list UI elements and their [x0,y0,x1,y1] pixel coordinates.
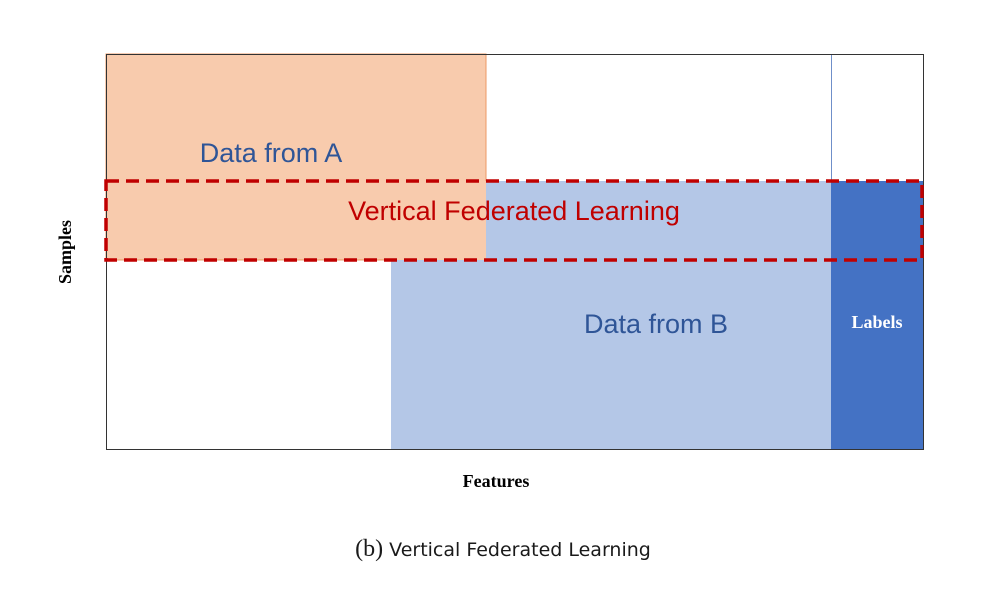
data-b-label: Data from B [584,309,728,339]
overlap-label: Vertical Federated Learning [348,196,680,226]
caption-letter: (b) [355,536,384,562]
labels-column-label: Labels [851,312,902,332]
figure-caption: (b) Vertical Federated Learning [0,536,1006,563]
caption-text: Vertical Federated Learning [389,539,651,561]
labels-column [831,181,923,449]
y-axis-label: Samples [55,220,75,284]
data-a-overlap-portion [391,181,486,260]
x-axis-label: Features [463,471,530,491]
vertical-federated-learning-diagram: Data from A Vertical Federated Learning … [55,53,924,491]
overlap-dashed-box [104,179,924,262]
data-a-label: Data from A [200,138,343,168]
